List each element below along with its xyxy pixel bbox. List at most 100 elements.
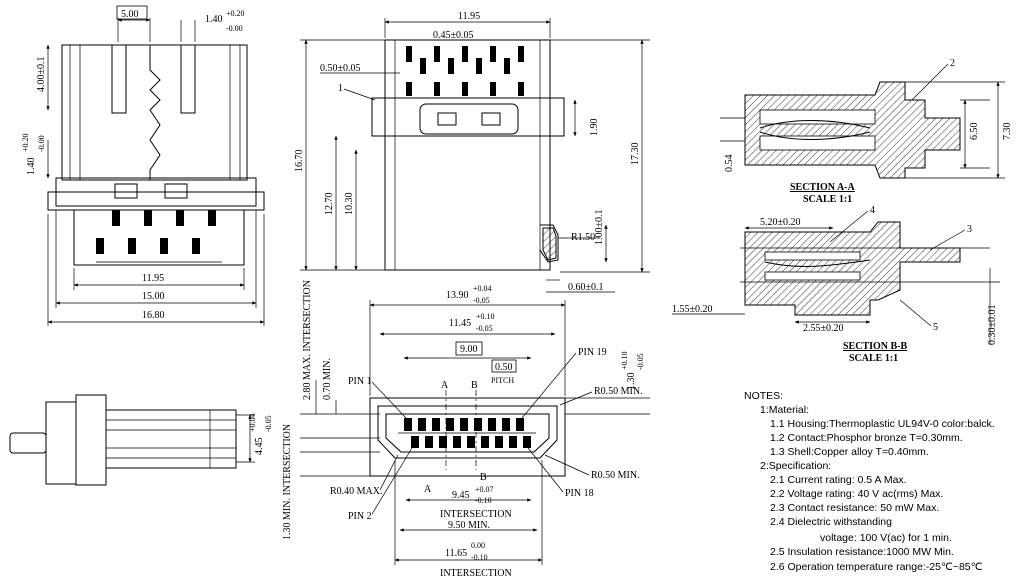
dim-h-190: 1.90 [589, 119, 600, 137]
callout-4: 4 [870, 205, 875, 216]
dim-top-left-tol-plus: +0.20 [226, 9, 245, 18]
notes-block: NOTES: 1:Material: 1.1 Housing:Thermopla… [744, 390, 995, 573]
dim-1165: 11.65 [445, 548, 467, 559]
dim-h-1270: 12.70 [324, 193, 335, 216]
dim-top-left-tol: 1.40 [205, 14, 223, 25]
dim-060: 0.60±0.1 [568, 282, 604, 293]
notes-spec: 2:Specification: [760, 460, 831, 472]
front-view: 11.95 0.45±0.05 0.50±0.05 1 16.70 12.70 … [294, 11, 650, 293]
intersection-2: INTERSECTION [440, 568, 512, 579]
notes-s6: 2.6 Operation temperature range:-25℃~85℃ [770, 561, 983, 573]
dim-side-445: 4.45 [254, 438, 265, 456]
dim-h-1030: 10.30 [344, 193, 355, 216]
dim-130-right-minus: -0.05 [636, 353, 645, 370]
section-a-a: 0.54 6.50 7.30 2 SECTION A-A SCALE 1:1 [720, 58, 1013, 205]
dim-left-140: 1.40 [26, 158, 37, 176]
dim-r050-bottom: R0.50 MIN. [591, 470, 640, 481]
dim-pin-050: 0.50±0.05 [320, 63, 361, 74]
notes-material: 1:Material: [760, 404, 809, 416]
callout-5: 5 [933, 322, 938, 333]
dim-050: 0.50 [495, 362, 513, 373]
dim-top-left-tol-minus: -0.00 [226, 24, 243, 33]
top-view-pins [96, 210, 216, 254]
section-a-scale: SCALE 1:1 [803, 194, 852, 205]
section-b-title: SECTION B-B [843, 341, 908, 352]
callout-3: 3 [967, 224, 972, 235]
receptacle-outer [369, 397, 566, 477]
notes-s4b: voltage: 100 V(ac) for 1 min. [820, 532, 952, 544]
dim-1390-plus: +0.04 [473, 284, 492, 293]
notes-s4: 2.4 Dielectric withstanding [770, 516, 892, 528]
dim-h-1670: 16.70 [294, 150, 305, 173]
dim-1390-minus: -0.05 [473, 296, 490, 305]
dim-280: 2.80 MAX. INTERSECTION [302, 280, 313, 400]
top-view-upper-body [61, 44, 248, 181]
dim-secb-155: 1.55±0.20 [672, 304, 713, 315]
pin-2-label: PIN 2 [348, 511, 372, 522]
dim-945: 9.45 [452, 490, 470, 501]
dim-900: 9.00 [460, 344, 478, 355]
dim-945-minus: -0.10 [475, 496, 492, 505]
notes-m1: 1.1 Housing:Thermoplastic UL94V-0 color:… [770, 418, 995, 430]
dim-seca-730: 7.30 [1002, 123, 1013, 141]
callout-2: 2 [950, 58, 955, 69]
pin-19-label: PIN 19 [578, 347, 607, 358]
section-a-title: SECTION A-A [790, 182, 856, 193]
callout-1: 1 [338, 83, 343, 94]
dim-130-right-plus: +0.10 [620, 351, 629, 370]
dim-r040: R0.40 MAX. [330, 486, 383, 497]
marker-a-top: A [441, 380, 449, 391]
dim-950: 9.50 MIN. [448, 520, 490, 531]
dim-1165-minus: -0.10 [471, 553, 488, 562]
pin-1-label: PIN 1 [348, 376, 372, 387]
dim-seca-650: 6.50 [969, 123, 980, 141]
notes-s2: 2.2 Voltage rating: 40 V ac(rms) Max. [770, 488, 943, 500]
top-view: 5.00 1.40 +0.20 -0.00 4.00±0.1 1.40 +0.2… [21, 5, 265, 326]
notes-s3: 2.3 Contact resistance: 50 mW Max. [770, 502, 939, 514]
notes-title: NOTES: [744, 390, 783, 402]
front-view-pins [406, 46, 524, 96]
receptacle-pins [404, 418, 531, 448]
dim-width-1195: 11.95 [142, 273, 164, 284]
dim-left-400: 4.00±0.1 [36, 57, 47, 93]
dim-secb-030: 0.30±0.01 [987, 305, 998, 346]
dim-130-right: 1.30 [626, 373, 637, 391]
dim-width-1500: 15.00 [142, 291, 165, 302]
dim-width-1680: 16.80 [142, 310, 165, 321]
dim-front-1195: 11.95 [458, 11, 480, 22]
section-b-b: 5.20±0.20 4 3 1.55±0.20 2.55±0.20 5 0.30… [672, 205, 1000, 364]
dim-1390: 13.90 [446, 290, 469, 301]
notes-m2: 1.2 Contact:Phosphor bronze T=0.30mm. [770, 432, 963, 444]
section-b-scale: SCALE 1:1 [849, 353, 898, 364]
notes-m3: 1.3 Shell:Copper alloy T=0.40mm. [770, 446, 929, 458]
notes-s5: 2.5 Insulation resistance:1000 MW Min. [770, 546, 954, 558]
dim-side-445-plus: +0.04 [248, 413, 257, 432]
dim-h-100: 1.00±0.1 [594, 210, 605, 246]
dim-070: 0.70 MIN. [322, 358, 333, 400]
dim-pitch-045: 0.45±0.05 [433, 30, 474, 41]
dim-1145-minus: -0.05 [476, 324, 493, 333]
receptacle-face: A B A B 13.90 +0.04 -0.05 11.45 +0.10 -0… [282, 280, 650, 579]
marker-b-top: B [471, 380, 478, 391]
dim-1165-plus: 0.00 [471, 541, 485, 550]
dim-1145: 11.45 [449, 318, 471, 329]
notes-s1: 2.1 Current rating: 0.5 A Max. [770, 474, 907, 486]
dim-left-140-plus: +0.20 [21, 133, 30, 152]
dim-seca-054: 0.54 [724, 155, 735, 173]
pin-18-label: PIN 18 [565, 488, 594, 499]
side-view: 4.45 +0.04 -0.05 [9, 394, 273, 486]
dim-secb-520: 5.20±0.20 [760, 217, 801, 228]
dim-secb-255: 2.55±0.20 [803, 323, 844, 334]
dim-r050-top: R0.50 MIN. [594, 386, 643, 397]
marker-a-bottom: A [424, 484, 432, 495]
dim-130-min: 1.30 MIN. INTERSECTION [282, 424, 293, 540]
pitch-label: PITCH [491, 376, 514, 385]
dim-left-140-minus: -0.00 [37, 135, 46, 152]
dim-top-left-width: 5.00 [121, 9, 139, 20]
marker-b-bottom: B [480, 472, 487, 483]
dim-r-150: R1.50 [571, 232, 595, 243]
dim-h-1730: 17.30 [630, 143, 641, 166]
dim-side-445-minus: -0.05 [264, 415, 273, 432]
front-view-body [384, 39, 551, 271]
